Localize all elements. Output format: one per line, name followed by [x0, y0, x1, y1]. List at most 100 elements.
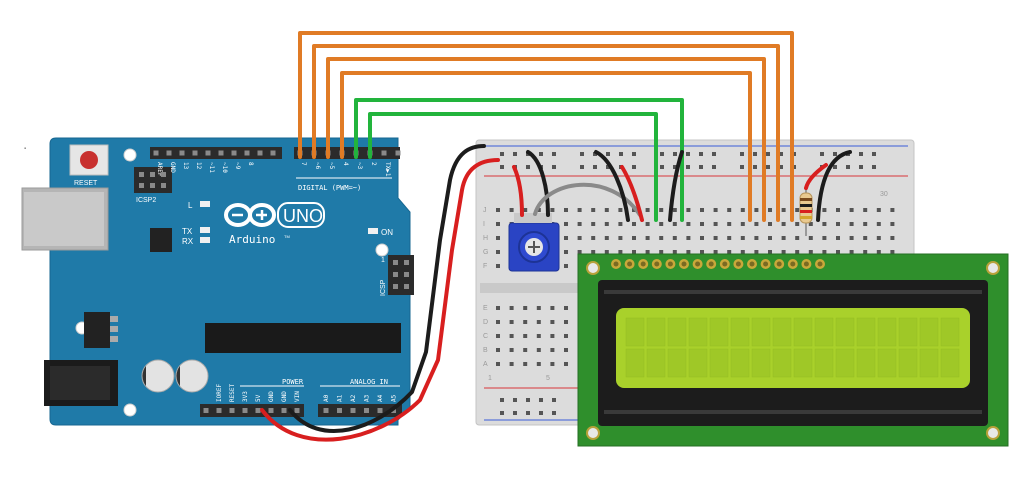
breadboard-hole: [526, 411, 530, 415]
lcd-cell: [667, 348, 687, 378]
breadboard-hole: [591, 236, 596, 240]
lcd-cell: [940, 348, 960, 378]
digital-pin-label: ~6: [314, 162, 321, 170]
breadboard-hole: [712, 165, 716, 169]
lcd-cell: [793, 317, 813, 347]
breadboard-hole: [795, 250, 800, 254]
digital-pin-label: ~9: [234, 162, 241, 170]
breadboard-hole: [500, 152, 504, 156]
breadboard-hole: [808, 236, 813, 240]
analog-pin-label: A0: [323, 394, 330, 402]
lcd-pin-hole: [803, 261, 809, 267]
breadboard-hole: [496, 306, 500, 310]
breadboard-hole: [779, 165, 783, 169]
digital-pin-label: 13: [182, 162, 189, 170]
lcd-pin-hole: [722, 261, 728, 267]
breadboard-hole: [700, 250, 704, 254]
header-pin: [381, 150, 387, 156]
header-pin: [255, 408, 261, 413]
breadboard-hole: [536, 208, 541, 212]
lcd-cell: [772, 348, 792, 378]
breadboard-hole: [781, 236, 786, 240]
digital-pin-label: ~5: [328, 162, 335, 170]
breadboard-hole: [753, 165, 757, 169]
tm-label: TM: [284, 234, 290, 239]
breadboard-hole: [795, 236, 800, 240]
icsp-pin: [404, 260, 409, 265]
breadboard-hole: [591, 250, 596, 254]
lcd-character-cells: [625, 317, 960, 378]
breadboard-hole: [536, 334, 541, 338]
rx-led: [200, 237, 210, 243]
lcd-cell: [625, 348, 645, 378]
breadboard-hole: [564, 264, 568, 268]
on-label: ON: [381, 228, 393, 237]
breadboard-hole: [564, 250, 568, 254]
lcd-cell: [877, 348, 897, 378]
breadboard-hole: [727, 222, 732, 226]
header-pin: [231, 150, 237, 156]
breadboard-hole: [713, 222, 718, 226]
breadboard-hole: [836, 236, 840, 240]
gray-wire: [533, 182, 642, 217]
orange-wire: [312, 44, 780, 222]
mounting-hole: [123, 403, 137, 417]
header-pin: [153, 150, 159, 156]
breadboard-hole: [766, 165, 770, 169]
potentiometer[interactable]: [508, 213, 560, 272]
power-header: [200, 404, 304, 417]
red-wire: [804, 163, 828, 190]
breadboard-hole: [795, 222, 800, 226]
regulator-tab: [110, 336, 118, 342]
breadboard-hole: [496, 208, 500, 212]
header-pin: [179, 150, 185, 156]
breadboard-hole: [713, 250, 718, 254]
lcd-cell: [877, 317, 897, 347]
breadboard-hole: [863, 222, 868, 226]
col-number: 30: [880, 191, 888, 198]
breadboard-hole: [564, 208, 568, 212]
breadboard-hole: [808, 222, 813, 226]
breadboard-hole: [509, 306, 514, 310]
col-number: 5: [546, 375, 550, 382]
digital-pin-label: ~3: [356, 162, 363, 170]
breadboard-hole: [768, 250, 772, 254]
red-wire: [260, 158, 500, 442]
power-pin-label: 3V3: [242, 391, 249, 402]
breadboard-hole: [660, 152, 664, 156]
lcd-pin-hole: [627, 261, 633, 267]
breadboard-hole: [699, 152, 703, 156]
lcd-cell: [709, 317, 729, 347]
power-pin-label: VIN: [294, 391, 301, 402]
lcd-pin-hole: [776, 261, 782, 267]
mounting-hole: [375, 243, 389, 257]
breadboard-hole: [536, 306, 541, 310]
col-number: 1: [488, 375, 492, 382]
lcd-pin-hole: [640, 261, 646, 267]
lcd-pin-hole: [790, 261, 796, 267]
icsp2-pin: [150, 183, 155, 188]
reset-button-cap[interactable]: [80, 151, 98, 169]
breadboard-hole: [619, 152, 623, 156]
breadboard-hole: [513, 411, 517, 415]
breadboard-hole: [822, 250, 827, 254]
breadboard-hole: [496, 222, 500, 226]
breadboard-hole: [604, 236, 609, 240]
lcd-cell: [835, 317, 855, 347]
breadboard-hole: [593, 165, 597, 169]
breadboard-hole: [659, 250, 664, 254]
corner-mark: ▪: [24, 146, 26, 152]
breadboard-hole: [526, 398, 530, 402]
lcd-pin-hole: [654, 261, 660, 267]
breadboard-hole: [727, 250, 732, 254]
lcd-cell: [814, 348, 834, 378]
breadboard-hole: [872, 165, 876, 169]
breadboard-hole: [500, 411, 504, 415]
lcd-cell: [730, 317, 750, 347]
capacitor-mark: [142, 366, 146, 386]
header-block: [150, 147, 282, 159]
icsp2-pin: [161, 172, 166, 177]
breadboard-hole: [523, 306, 528, 310]
breadboard-hole: [740, 165, 744, 169]
breadboard-hole: [536, 362, 541, 366]
